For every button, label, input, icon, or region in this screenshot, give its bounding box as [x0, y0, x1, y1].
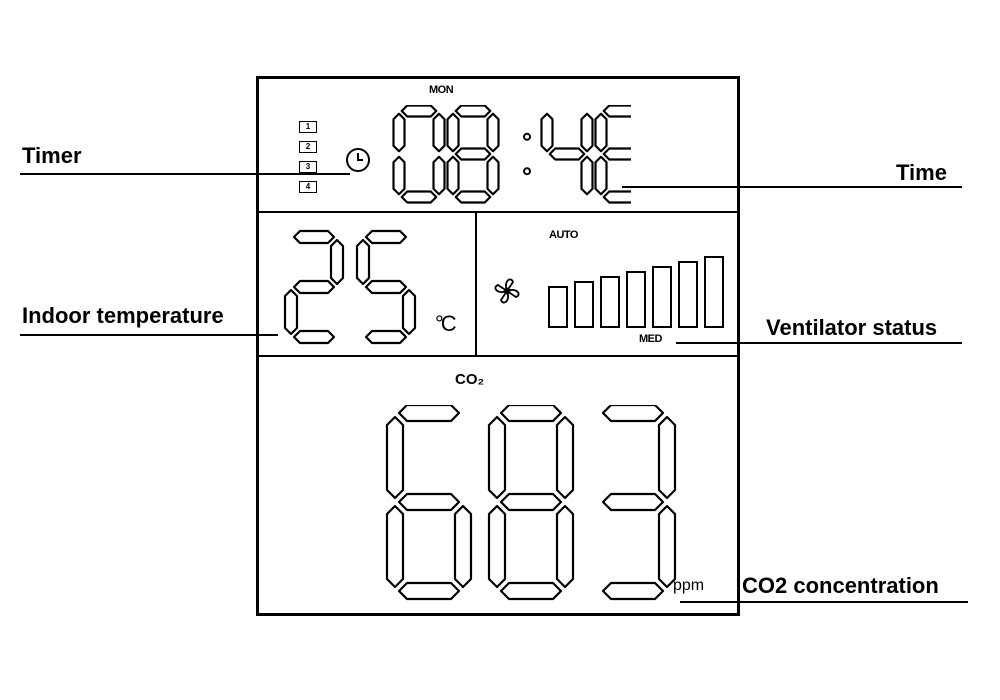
digit-segment-d: [364, 329, 408, 345]
digit-segment-e: [392, 155, 406, 196]
fan-speed-bar-2: [574, 281, 594, 328]
temperature-unit: °C: [435, 311, 457, 336]
digit-segment-d: [292, 329, 336, 345]
fan-speed-bars: [548, 256, 724, 328]
fan-mode-indicator: AUTO: [549, 229, 578, 241]
leader-line-co2-concentration: [680, 601, 968, 603]
co2-digit-1: [385, 405, 473, 601]
digit-segment-g: [292, 279, 336, 295]
digit-segment-a: [454, 105, 492, 118]
leader-line-time: [622, 186, 962, 188]
digit-segment-d: [454, 190, 492, 204]
digit-segment-a: [499, 405, 563, 423]
colon-dot: [523, 167, 531, 176]
digit-segment-c: [657, 504, 677, 589]
timer-slot-1: 1: [299, 121, 317, 133]
digit-segment-d: [601, 581, 665, 601]
digit-segment-b: [432, 112, 446, 153]
digit-segment-f: [540, 112, 554, 153]
fan-speed-indicator: MED: [639, 333, 662, 345]
fan-speed-bar-1: [548, 286, 568, 328]
digit-segment-a: [292, 229, 336, 245]
digit-segment-g: [499, 492, 563, 512]
digit-segment-d: [602, 190, 631, 204]
ventilator-section: AUTO MED: [477, 213, 737, 357]
digit-segment-f: [385, 415, 405, 500]
digit-segment-f: [392, 112, 406, 153]
callout-time: Time: [896, 160, 947, 185]
clock-icon: [346, 148, 370, 172]
digit-segment-e: [594, 155, 608, 196]
digit-segment-c: [486, 155, 500, 196]
fan-speed-bar-5: [652, 266, 672, 328]
digit-segment-a: [602, 105, 631, 118]
temperature-digit-1: [283, 229, 345, 345]
digit-segment-e: [487, 504, 507, 589]
co2-digit-2: [487, 405, 575, 601]
digit-segment-a: [601, 405, 665, 423]
digit-segment-b: [580, 112, 594, 153]
digit-segment-f: [487, 415, 507, 500]
digit-segment-b: [555, 415, 575, 500]
time-digit-4: [594, 105, 631, 204]
digit-segment-f: [446, 112, 460, 153]
colon-dot: [523, 132, 531, 141]
digit-segment-c: [580, 155, 594, 196]
callout-co2-concentration: CO2 concentration: [742, 573, 939, 598]
callout-ventilator-status: Ventilator status: [766, 315, 938, 340]
digit-segment-c: [432, 155, 446, 196]
digit-segment-e: [446, 155, 460, 196]
digit-segment-b: [657, 415, 677, 500]
fan-speed-bar-3: [600, 276, 620, 328]
digit-segment-e: [283, 288, 299, 336]
leader-line-indoor-temperature: [20, 334, 278, 336]
digit-segment-d: [400, 190, 438, 204]
digit-segment-a: [397, 405, 461, 423]
digit-segment-c: [453, 504, 473, 589]
fan-speed-bar-6: [678, 261, 698, 328]
callout-indoor-temperature: Indoor temperature: [22, 303, 224, 328]
time-section: MON 1 2 3 4: [259, 79, 737, 213]
digit-segment-d: [397, 581, 461, 601]
digit-segment-a: [400, 105, 438, 118]
fan-icon: [494, 278, 520, 304]
digit-segment-f: [594, 112, 608, 153]
co2-section: CO₂ ppm: [259, 357, 737, 613]
digit-segment-f: [355, 238, 371, 286]
fan-speed-bar-7: [704, 256, 724, 328]
callout-timer: Timer: [22, 143, 82, 168]
digit-segment-g: [602, 147, 631, 161]
timer-slot-4: 4: [299, 181, 317, 193]
time-digit-1: [392, 105, 446, 204]
digit-segment-g: [397, 492, 461, 512]
digit-segment-c: [401, 288, 417, 336]
digit-segment-g: [364, 279, 408, 295]
time-digit-3: [540, 112, 594, 196]
temperature-digit-2: [355, 229, 417, 345]
co2-digits: [385, 405, 677, 601]
digit-segment-g: [601, 492, 665, 512]
digit-segment-g: [454, 147, 492, 161]
time-digit-2: [446, 105, 500, 204]
leader-line-timer: [20, 173, 350, 175]
timer-slot-2: 2: [299, 141, 317, 153]
temperature-digits: [283, 229, 417, 345]
co2-unit: ppm: [673, 577, 705, 594]
digit-segment-d: [499, 581, 563, 601]
digit-segment-b: [486, 112, 500, 153]
time-digits: [392, 105, 631, 204]
temperature-section: °C: [259, 213, 477, 357]
digit-segment-e: [385, 504, 405, 589]
day-indicator: MON: [429, 84, 454, 96]
co2-label: CO₂: [455, 371, 485, 388]
digit-segment-c: [555, 504, 575, 589]
digit-segment-g: [548, 147, 586, 161]
timer-slot-3: 3: [299, 161, 317, 173]
fan-speed-bar-4: [626, 271, 646, 328]
co2-digit-3: [601, 405, 677, 601]
leader-line-ventilator-status: [676, 342, 962, 344]
lcd-display-panel: MON 1 2 3 4 °C AUTO MED: [256, 76, 740, 616]
digit-segment-a: [364, 229, 408, 245]
digit-segment-b: [329, 238, 345, 286]
